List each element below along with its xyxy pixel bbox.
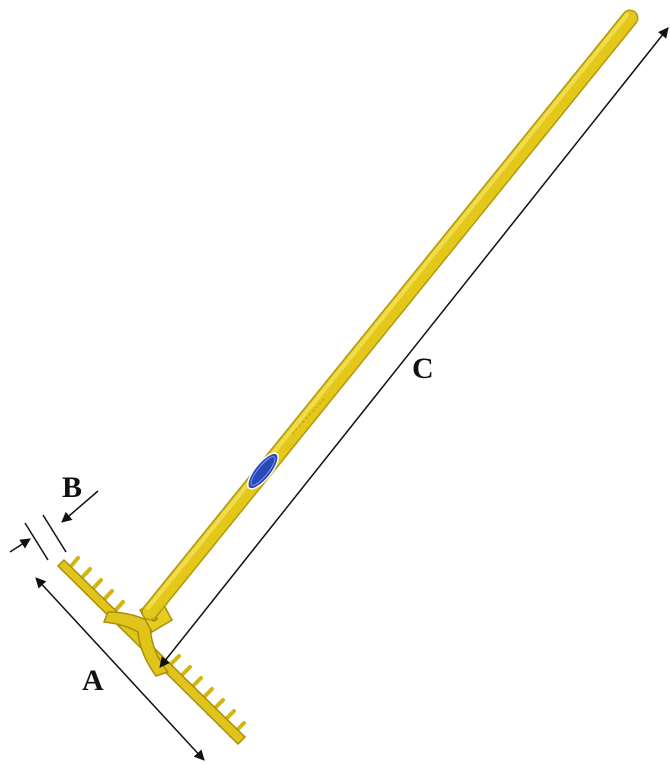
rake-head — [56, 556, 247, 746]
dimension-b-ext-2 — [42, 514, 67, 553]
dimension-c: C — [159, 27, 669, 668]
dimension-a-label: A — [82, 664, 104, 697]
dimension-a-line — [35, 577, 205, 761]
dimension-c-line — [159, 27, 669, 668]
dimension-b-arrow-right — [61, 490, 99, 523]
dimension-c-label: C — [412, 352, 434, 385]
brand-logo — [247, 452, 279, 490]
dimension-a: A — [35, 577, 205, 761]
dimension-b-label: B — [62, 471, 82, 504]
dimension-b: B — [9, 471, 99, 561]
dimension-b-ext-1 — [24, 522, 49, 561]
rake-handle — [141, 9, 639, 621]
dimension-b-arrow-left — [9, 538, 31, 553]
